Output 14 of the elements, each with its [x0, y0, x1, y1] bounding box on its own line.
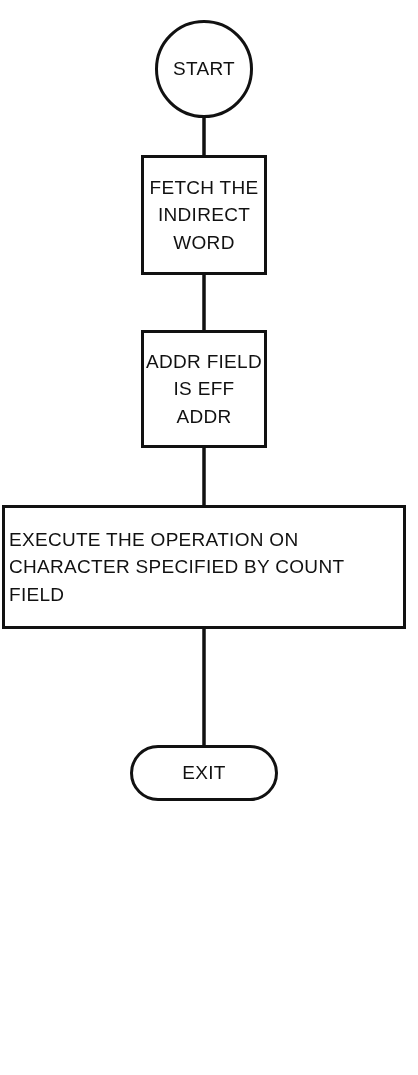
node-label: EXIT: [182, 761, 226, 786]
process-box: [2, 505, 406, 629]
node-label: FETCH THE INDIRECT WORD: [148, 175, 260, 255]
process-box: [141, 155, 267, 275]
connector-line: [202, 629, 206, 745]
node-label: EXECUTE THE OPERATION ON CHARACTER SPECIFIED BY COUNT FIELD: [8, 527, 345, 607]
process-box: [141, 330, 267, 448]
end-terminal: [130, 745, 278, 801]
node-label: START: [173, 57, 235, 82]
node-label: ADDR FIELD IS EFF ADDR: [145, 349, 263, 429]
start-terminal: [155, 20, 253, 118]
connector-line: [202, 448, 206, 505]
connector-line: [202, 118, 206, 155]
connector-line: [202, 275, 206, 330]
